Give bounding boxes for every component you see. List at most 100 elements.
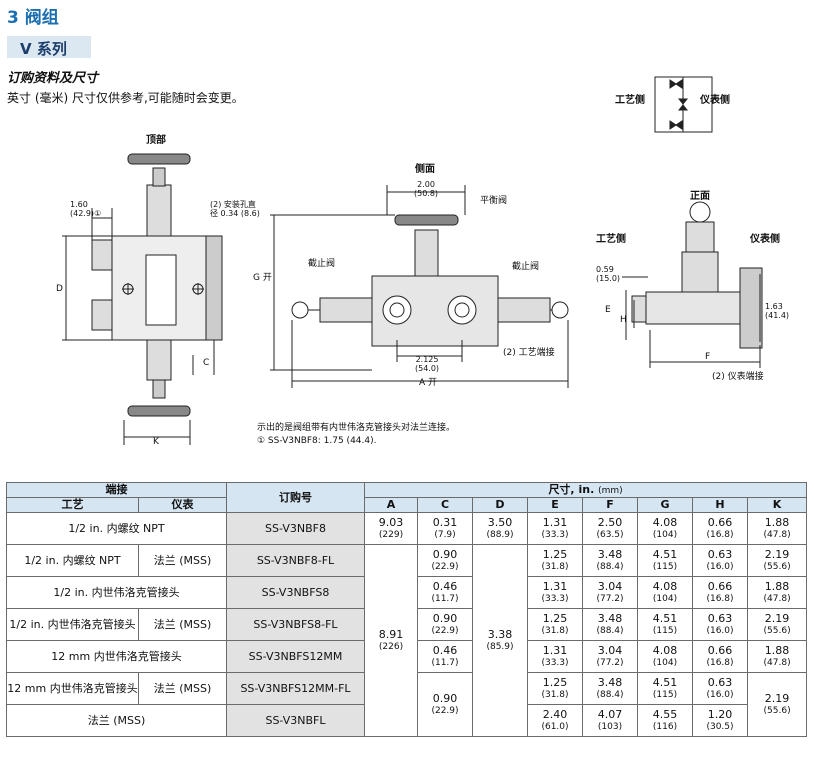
cell-h: 0.63(16.0) (692, 608, 748, 641)
cell-value: (47.8) (763, 657, 791, 668)
cell-value: (115) (652, 689, 678, 700)
cell-value: 0.31 (432, 515, 458, 529)
cell-value: (55.6) (763, 625, 791, 636)
instrument-ends-label: (2) 仪表端接 (712, 372, 764, 382)
a-open-label: A 开 (419, 378, 438, 388)
cell-value: 4.07 (597, 707, 623, 721)
label-d: D (56, 284, 63, 294)
cell-k: 1.88(47.8) (746, 640, 808, 673)
cell-value: (16.0) (706, 561, 734, 572)
cell-order: SS-V3NBF8-FL (226, 544, 365, 577)
cell-value: 1.88 (764, 643, 790, 657)
cell-instrument: 法兰 (MSS) (138, 672, 227, 705)
front-instrument-label: 仪表侧 (750, 234, 780, 245)
cell-order: SS-V3NBFL (226, 704, 365, 737)
cell-f: 3.48(88.4) (582, 608, 638, 641)
label-f: F (705, 352, 711, 362)
cell-order: SS-V3NBFS12MM-FL (226, 672, 365, 705)
cell-value: (mm) (598, 485, 623, 496)
cell-order: SS-V3NBFS8-FL (226, 608, 365, 641)
cell-value: (22.9) (431, 561, 459, 572)
cell-value: 2.50 (597, 515, 623, 529)
cell-order: SS-V3NBF8 (226, 512, 365, 545)
cell-e: 1.25(31.8) (527, 544, 583, 577)
ordering-table: 端接 订购号 尺寸, in. (mm) 工艺 仪表 A C D E F G H … (6, 482, 808, 737)
cell-value: (8.6) (240, 209, 260, 218)
cell-value: 0.66 (707, 643, 733, 657)
cell-value: (16.0) (706, 625, 734, 636)
cell-value: (116) (652, 721, 678, 732)
cell-h: 0.63(16.0) (692, 544, 748, 577)
block-valve-left-label: 截止阀 (308, 259, 336, 269)
cell-value: 0.90 (432, 611, 458, 625)
cell-value: 1.20 (707, 707, 733, 721)
cell-f: 3.04(77.2) (582, 576, 638, 609)
cell-k: 2.19(55.6) (746, 544, 808, 577)
cell-k-merged: 2.19(55.6) (746, 672, 808, 737)
g-open-label: G 开 (253, 273, 272, 283)
cell-order: SS-V3NBFS8 (226, 576, 365, 609)
cell-f: 3.04(77.2) (582, 640, 638, 673)
cell-g: 4.51(115) (637, 544, 693, 577)
cell-process: 法兰 (MSS) (6, 704, 227, 737)
footnote-main: 示出的是阀组带有内世伟洛克管接头对法兰连接。 (257, 423, 456, 433)
cell-instrument: 法兰 (MSS) (138, 544, 227, 577)
cell-value: (88.9) (486, 529, 514, 540)
cell-value: (15.0) (596, 274, 621, 283)
label-e: E (605, 305, 611, 315)
cell-value: (47.8) (763, 593, 791, 604)
cell-g: 4.51(115) (637, 672, 693, 705)
cell-value: 9.03 (378, 515, 404, 529)
section-heading: 3 阀组 (7, 8, 59, 28)
cell-value: (77.2) (596, 657, 624, 668)
cell-value: (55.6) (763, 561, 791, 572)
cell-value: (33.3) (541, 529, 569, 540)
table-row: 1/2 in. 内螺纹 NPT 法兰 (MSS) SS-V3NBF8-FL 8.… (6, 544, 808, 737)
cell-value: 0.90 (432, 691, 458, 705)
cell-f: 2.50(63.5) (582, 512, 638, 545)
cell-value: ① (94, 209, 102, 218)
top-view-caption: 顶部 (146, 135, 166, 146)
cell-value: (115) (652, 625, 678, 636)
header-instrument: 仪表 (138, 497, 227, 513)
label-k: K (153, 437, 159, 447)
cell-value: (88.4) (596, 561, 624, 572)
cell-c: 0.46(11.7) (417, 576, 473, 609)
cell-c: 0.90(22.9) (417, 544, 473, 577)
cell-value: 0.63 (707, 547, 733, 561)
cell-value: (16.8) (706, 593, 734, 604)
cell-h: 0.66(16.8) (692, 512, 748, 545)
cell-value: 4.55 (652, 707, 678, 721)
cell-value: (16.8) (706, 529, 734, 540)
cell-value: 0.63 (707, 611, 733, 625)
cell-value: (50.8) (414, 189, 439, 198)
cell-f: 3.48(88.4) (582, 672, 638, 705)
cell-value: 2.19 (764, 691, 790, 705)
cell-order: SS-V3NBFS12MM (226, 640, 365, 673)
cell-value: 0.66 (707, 579, 733, 593)
col-g: G (637, 497, 693, 513)
equalizer-label: 平衡阀 (480, 196, 508, 206)
cell-value: 1.88 (764, 515, 790, 529)
col-c: C (417, 497, 473, 513)
cell-value: (2) 安装孔直 (210, 200, 256, 209)
cell-value: 1.31 (542, 579, 568, 593)
cell-value: (229) (378, 529, 404, 540)
dim-160: 1.60(42.9)① (70, 200, 101, 218)
footnote-ref: ① SS-V3NBF8: 1.75 (44.4). (257, 436, 377, 446)
cell-value: (77.2) (596, 593, 624, 604)
cell-value: 2.19 (764, 547, 790, 561)
cell-process: 12 mm 内世伟洛克管接头 (6, 672, 139, 705)
cell-e: 1.31(33.3) (527, 640, 583, 673)
cell-value: 2.00 (417, 180, 435, 189)
cell-value: 0.66 (707, 515, 733, 529)
cell-process: 1/2 in. 内世伟洛克管接头 (6, 576, 227, 609)
schematic-instrument-label: 仪表侧 (700, 95, 730, 106)
cell-value: (47.8) (763, 529, 791, 540)
cell-instrument: 法兰 (MSS) (138, 608, 227, 641)
cell-g: 4.08(104) (637, 640, 693, 673)
cell-value: 4.51 (652, 547, 678, 561)
cell-value: 径 0.34 (210, 209, 239, 218)
header-process: 工艺 (6, 497, 139, 513)
cell-h: 0.66(16.8) (692, 640, 748, 673)
